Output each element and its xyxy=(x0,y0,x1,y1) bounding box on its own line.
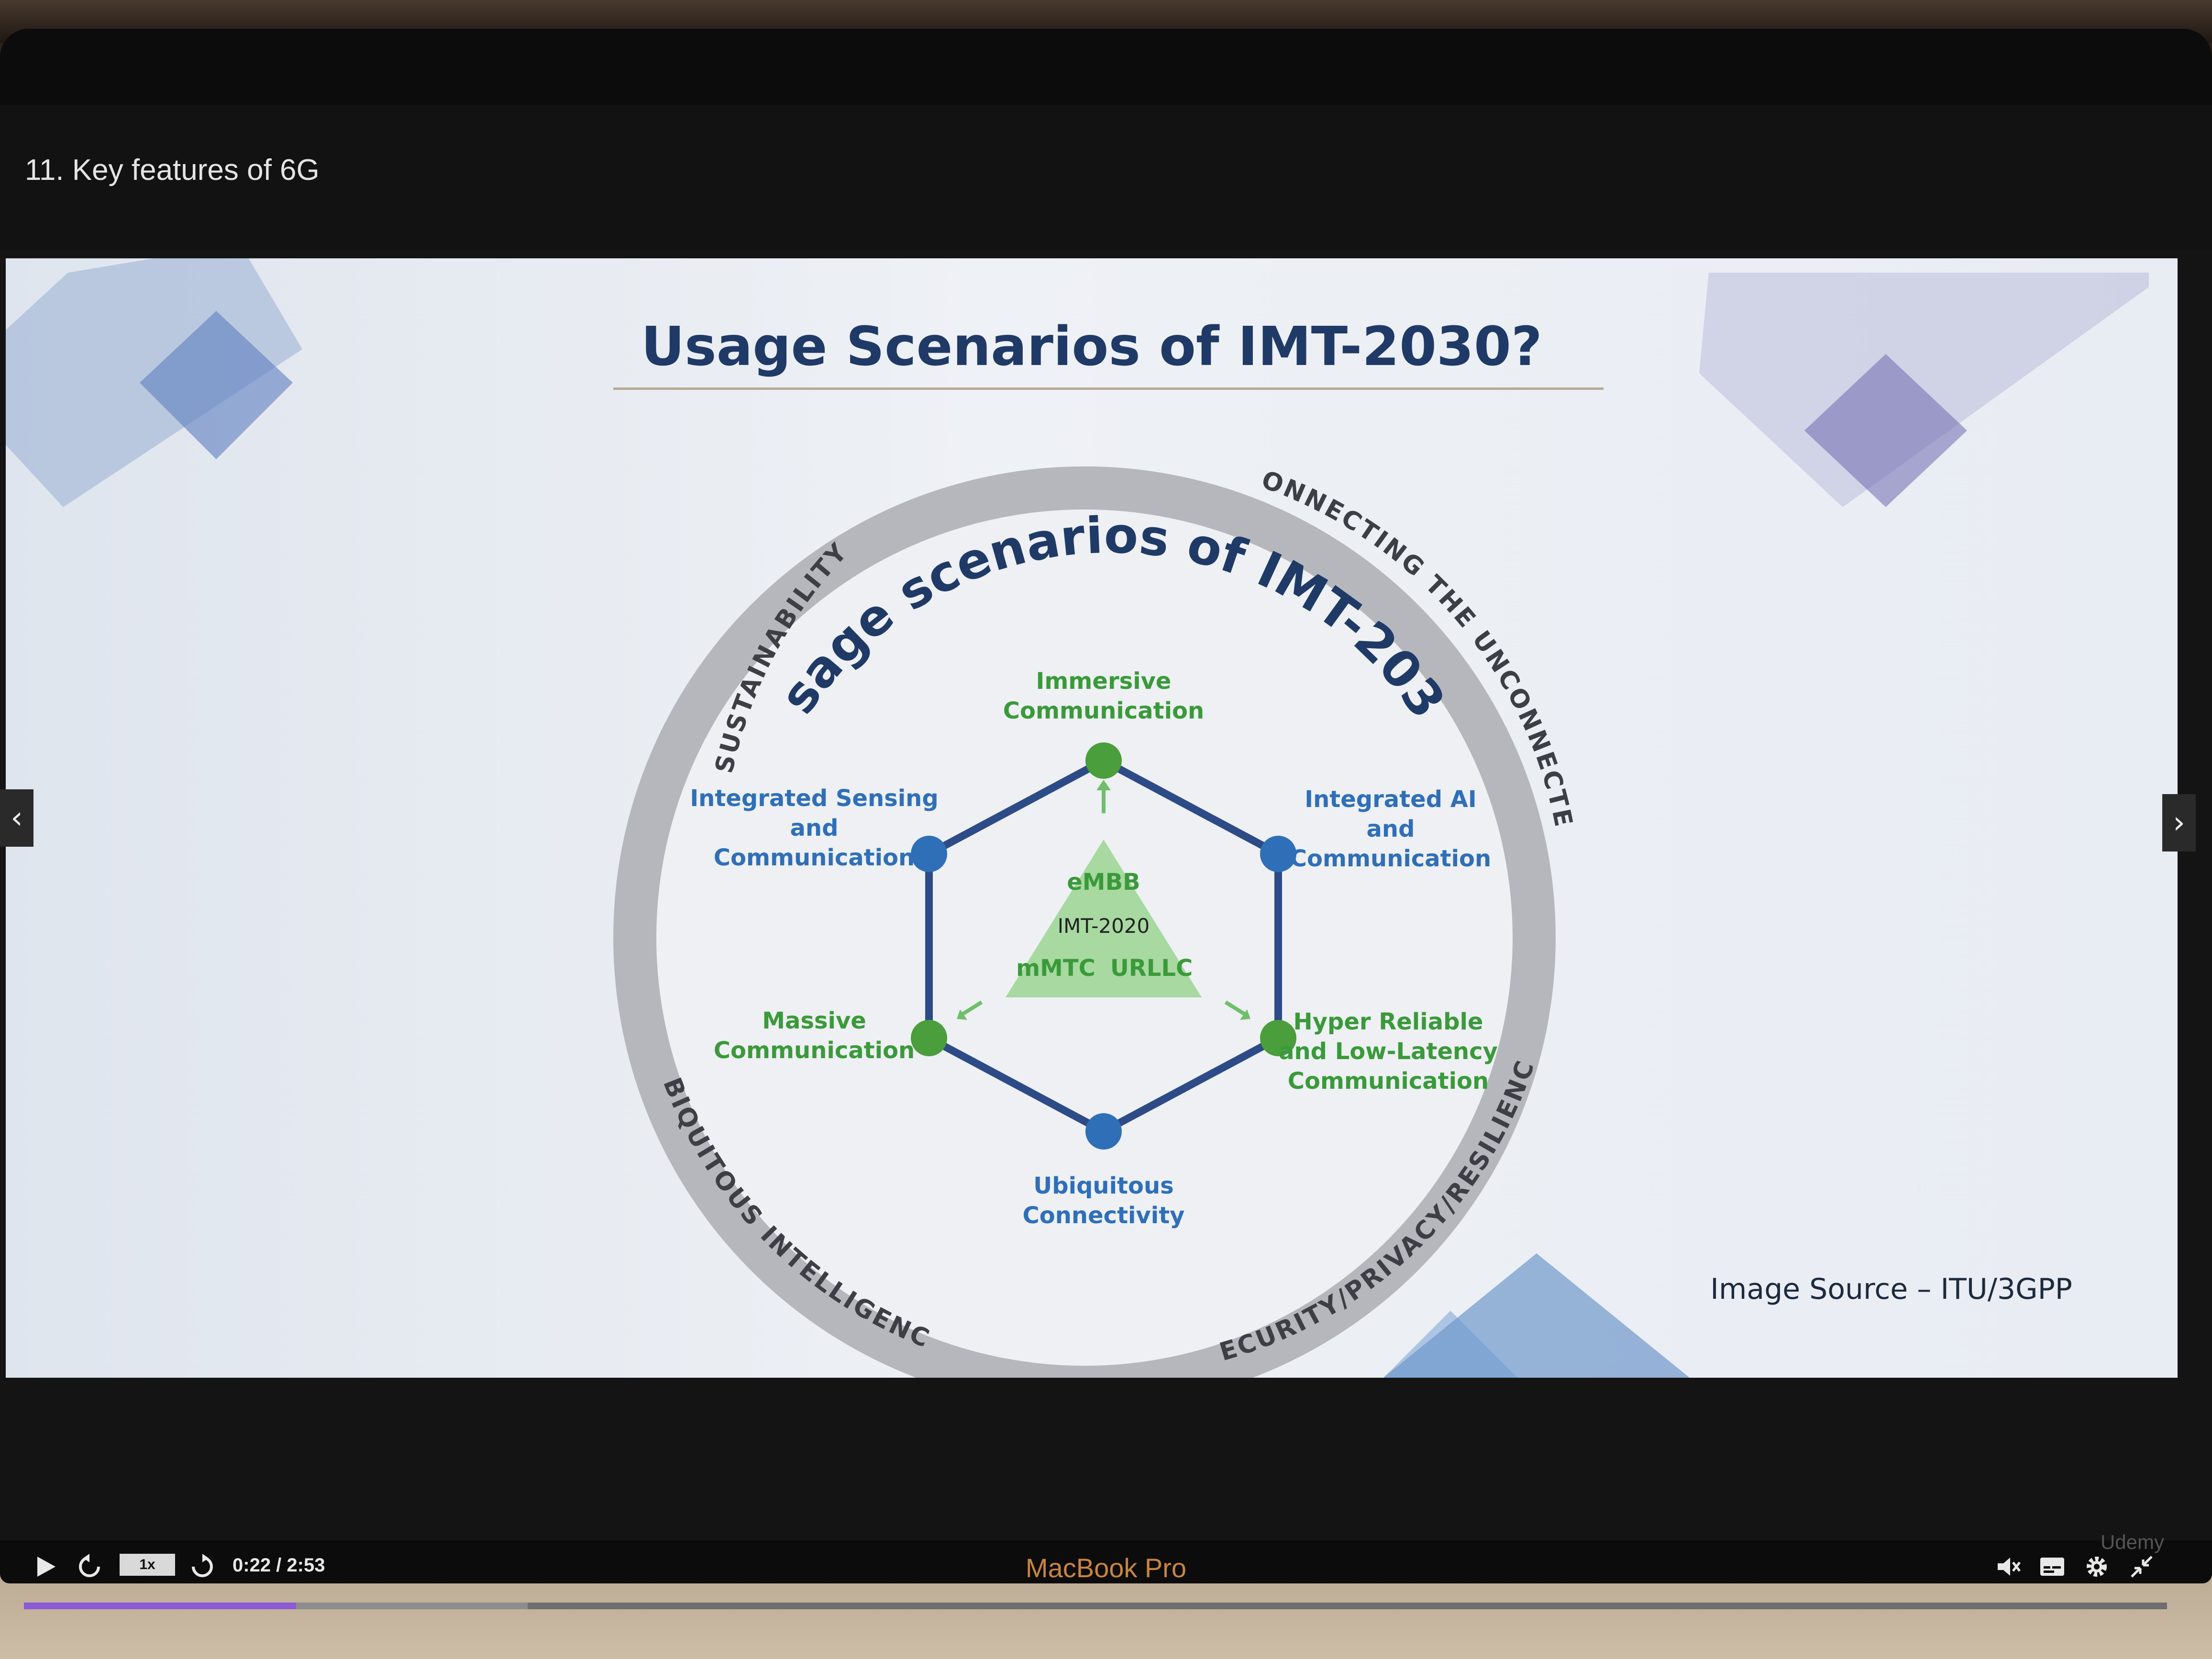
label-ai-3: Communication xyxy=(1290,845,1491,872)
node-integrated-ai xyxy=(1260,836,1296,872)
node-immersive xyxy=(1085,742,1122,779)
title-divider xyxy=(613,387,1604,390)
core-label-mmtc: mMTC xyxy=(1016,955,1095,982)
forward-icon[interactable] xyxy=(189,1554,215,1580)
core-label-imt-2020: IMT-2020 xyxy=(1058,914,1150,938)
video-player-screen: 11. Key features of 6G Usage Scenarios o… xyxy=(0,105,2212,1609)
label-sensing-1: Integrated Sensing xyxy=(690,785,938,812)
node-massive xyxy=(911,1020,947,1056)
node-ubiquitous xyxy=(1085,1113,1122,1150)
core-label-urllc: URLLC xyxy=(1110,955,1193,982)
next-arrow-icon[interactable]: › xyxy=(2162,794,2196,852)
hexagon xyxy=(925,757,1282,1135)
node-hyper-reliable xyxy=(1260,1020,1296,1056)
label-immersive-1: Immersive xyxy=(1036,668,1172,695)
exit-fullscreen-icon[interactable] xyxy=(2129,1554,2155,1580)
lecture-title: 11. Key features of 6G xyxy=(25,154,320,187)
label-hrllc-3: Communication xyxy=(1288,1068,1489,1095)
progress-bar[interactable] xyxy=(24,1603,2167,1609)
slide-title: Usage Scenarios of IMT-2030? xyxy=(641,316,1542,378)
label-massive-1: Massive xyxy=(762,1007,866,1034)
label-sensing-3: Communication xyxy=(714,844,915,871)
laptop-bezel: 11. Key features of 6G Usage Scenarios o… xyxy=(0,29,2212,1609)
video-frame-slide: Usage Scenarios of IMT-2030? SUSTAINABIL… xyxy=(6,258,2178,1378)
decorative-shapes xyxy=(6,258,2149,1378)
laptop-model-label: MacBook Pro xyxy=(1025,1553,1187,1583)
imt-2030-diagram: SUSTAINABILITY CONNECTING THE UNCONNECTE… xyxy=(6,258,1576,1378)
lecture-header: 11. Key features of 6G xyxy=(0,105,2212,249)
core-label-embb: eMBB xyxy=(1067,869,1140,896)
captions-icon[interactable] xyxy=(2039,1555,2066,1579)
label-ubiquitous-2: Connectivity xyxy=(1023,1202,1185,1229)
playback-rate-button[interactable]: 1x xyxy=(120,1554,175,1576)
label-hrllc-1: Hyper Reliable xyxy=(1294,1008,1483,1035)
mute-icon[interactable] xyxy=(1995,1554,2021,1580)
time-display: 0:22 / 2:53 xyxy=(232,1555,325,1576)
label-ai-1: Integrated AI xyxy=(1305,786,1477,813)
prev-arrow-icon[interactable]: ‹ xyxy=(0,789,33,847)
settings-icon[interactable] xyxy=(2084,1554,2110,1580)
progress-played xyxy=(24,1603,296,1609)
node-integrated-sensing xyxy=(911,836,947,872)
rewind-icon[interactable] xyxy=(77,1554,102,1580)
label-ubiquitous-1: Ubiquitous xyxy=(1033,1172,1173,1199)
label-immersive-2: Communication xyxy=(1003,697,1204,724)
label-hrllc-2: and Low-Latency xyxy=(1279,1038,1498,1065)
core-triangle xyxy=(1006,840,1202,997)
player-controls: 1x 0:22 / 2:53 xyxy=(0,1550,2212,1588)
play-icon[interactable] xyxy=(33,1555,57,1579)
label-ai-2: and xyxy=(1367,816,1415,842)
label-sensing-2: and xyxy=(790,815,839,841)
image-source-caption: Image Source – ITU/3GPP xyxy=(1710,1272,2072,1306)
core-arrows xyxy=(957,780,1250,1020)
label-massive-2: Communication xyxy=(714,1037,915,1064)
brand-watermark: Udemy xyxy=(2100,1531,2164,1553)
